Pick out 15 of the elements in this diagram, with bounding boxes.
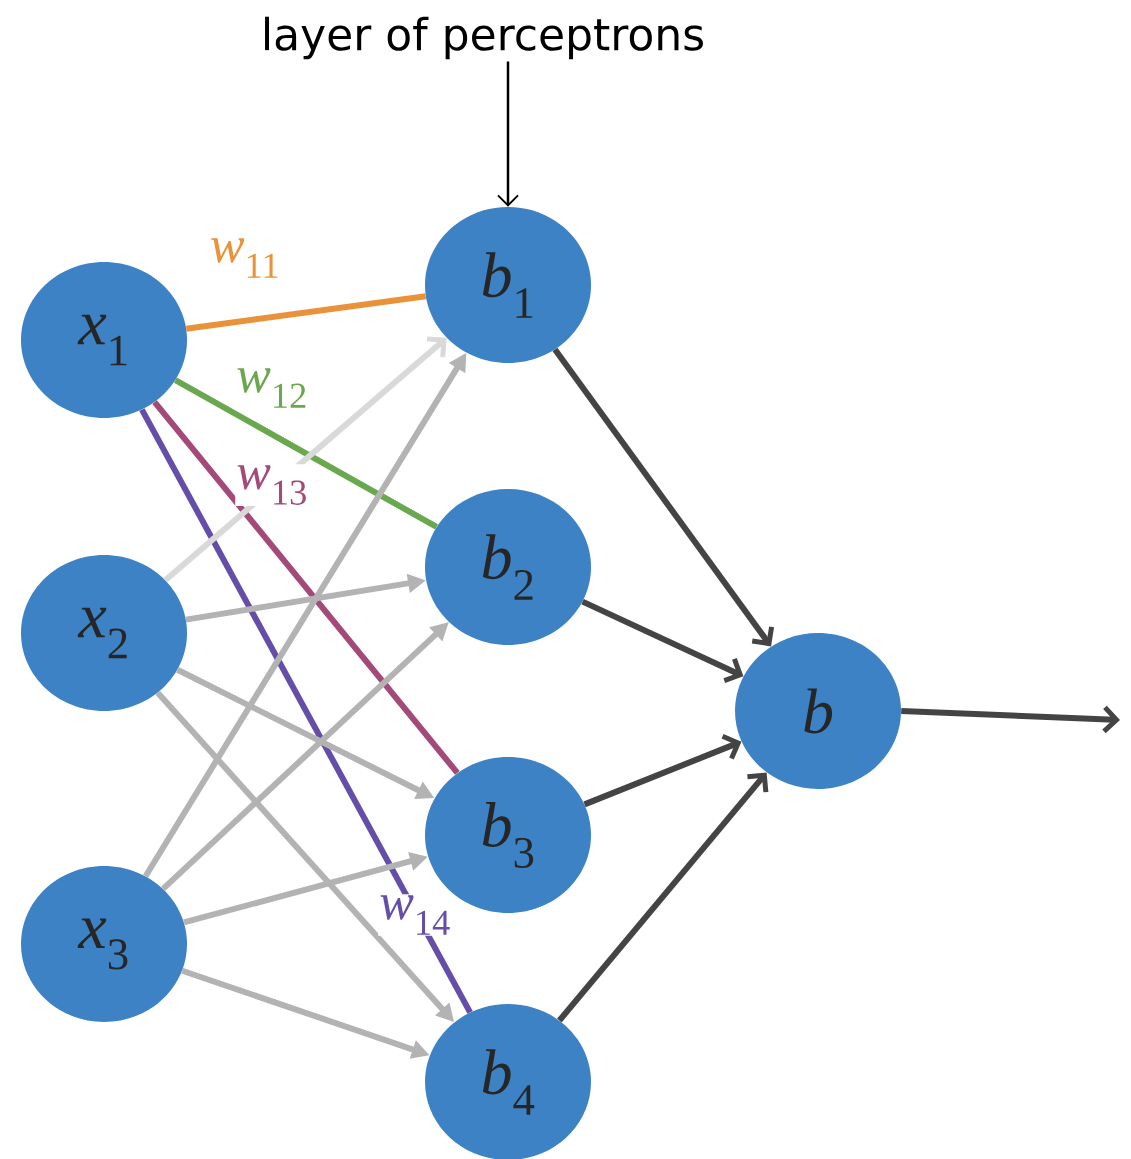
layer-label: layer of perceptrons (265, 16, 703, 60)
weight-line (139, 408, 473, 1014)
weight-label: w$_{14}$ (378, 894, 452, 936)
arrow (581, 598, 744, 684)
arrow (552, 347, 775, 647)
arrow (583, 733, 742, 808)
arrow (557, 772, 769, 1023)
weight-label: w$_{13}$ (235, 464, 309, 506)
weight-line (185, 293, 427, 332)
arrow (901, 705, 1120, 734)
weight-label: w$_{12}$ (235, 367, 309, 409)
weight-label: w$_{11}$ (208, 237, 282, 279)
weight-line (173, 377, 439, 530)
leader-arrow (497, 61, 519, 207)
weight-line (152, 400, 460, 775)
